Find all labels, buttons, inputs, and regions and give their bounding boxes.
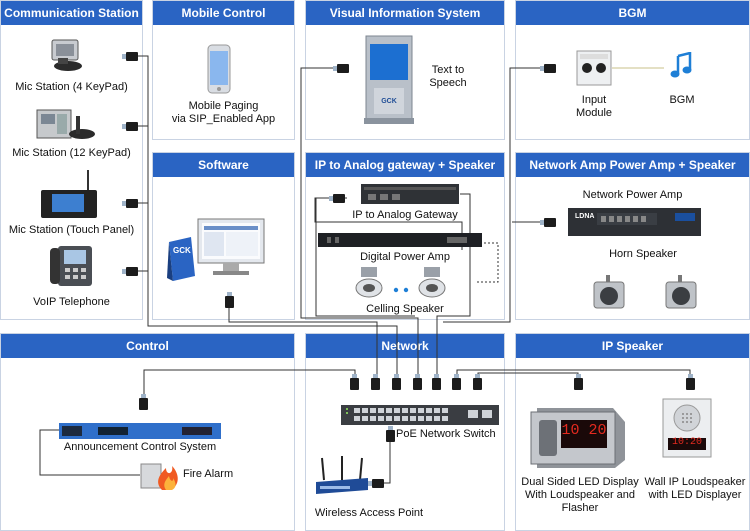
label-digital-power-amp: Digital Power Amp [360,251,450,263]
dual-sided-led-display-icon: 10 20 [527,402,627,472]
connector-plug [333,64,349,73]
panel-header: BGM [516,1,749,25]
music-note-icon [670,51,694,80]
label-wall-ip-1: Wall IP Loudspeaker [644,476,746,488]
mic-station-4-keypad-icon [50,38,84,72]
label-dual-led-3: Flasher [561,502,599,514]
panel-header: Mobile Control [153,1,294,25]
label-mobile-paging-2: via SIP_Enabled App [171,113,276,125]
panel-header: Network Amp Power Amp + Speaker [516,153,749,177]
label-dual-led-1: Dual Sided LED Display [521,476,639,488]
connector-plug [350,374,359,390]
panel-header: Communication Station [1,1,142,25]
panel-header: Visual Information System [306,1,504,25]
connector-plug [432,374,441,390]
panel-header: Network [306,334,504,358]
label-mobile-paging-1: Mobile Paging [188,100,259,112]
label-voip-telephone: VoIP Telephone [33,296,110,308]
announcement-control-system-icon [58,422,222,440]
connector-plug [122,267,138,276]
panel-header: IP Speaker [516,334,749,358]
connector-plug [139,394,148,410]
ip-to-analog-gateway-icon [360,182,460,206]
label-text-to-speech-1: Text to [431,64,465,76]
software-box-brand: GCK [173,246,191,255]
kiosk-brand: GCK [381,98,397,105]
kiosk-display-icon: GCK [362,34,416,126]
poe-network-switch-icon [340,404,500,426]
connector-plug [122,199,138,208]
wall-led-digits: 10:20 [671,437,702,448]
label-mic-station-touch: Mic Station (Touch Panel) [8,224,135,236]
connector-plug [386,426,395,442]
mic-station-touch-panel-icon [40,168,100,220]
connector-plug [368,479,384,488]
label-bgm: BGM [669,94,695,106]
connector-plug [371,374,380,390]
label-dual-led-2: With Loudspeaker and [524,489,636,501]
voip-telephone-icon [48,244,96,288]
label-poe-network-switch: PoE Network Switch [396,428,496,440]
label-ip-to-analog-gateway: IP to Analog Gateway [352,209,458,221]
connector-plug [122,122,138,131]
label-wireless-access-point: Wireless Access Point [314,507,424,519]
mic-station-12-keypad-icon [36,108,96,142]
panel-header: Control [1,334,294,358]
label-mic-station-4: Mic Station (4 KeyPad) [15,81,128,93]
connector-plug [413,374,422,390]
connector-plug [686,374,695,390]
wall-ip-loudspeaker-icon: 10:20 [662,398,712,458]
label-mic-station-12: Mic Station (12 KeyPad) [12,147,131,159]
ceiling-speaker-icon [418,266,446,298]
wireless-access-point-icon [314,456,370,496]
label-input-module-2: Module [575,107,613,119]
mobile-phone-icon [207,44,231,94]
connector-plug [329,194,345,203]
label-input-module-1: Input [581,94,607,106]
fire-alarm-icon [140,460,180,492]
panel-header: IP to Analog gateway + Speaker [306,153,504,177]
label-fire-alarm: Fire Alarm [183,468,234,480]
connector-plug [122,52,138,61]
network-power-amp-icon: LDNA [567,207,702,237]
ceiling-speaker-icon [355,266,383,298]
label-text-to-speech-2: Speech [429,77,467,89]
input-module-icon [576,50,612,86]
connector-plug [540,64,556,73]
connector-plug [225,292,234,308]
label-network-power-amp: Network Power Amp [582,189,683,201]
connector-plug [473,374,482,390]
panel-header: Software [153,153,294,177]
connector-plug [452,374,461,390]
connector-plug [574,374,583,390]
network-amp-brand: LDNA [575,213,595,220]
horn-speaker-icon [592,274,626,312]
monitor-icon [197,218,267,278]
connector-plug [392,374,401,390]
led-digits: 10 20 [561,422,607,439]
label-ceiling-speaker: Celling Speaker [366,303,444,315]
label-horn-speaker: Horn Speaker [609,248,677,260]
label-announcement-control-system: Announcement Control System [63,441,217,453]
digital-power-amp-icon [317,232,483,248]
dots-icon [392,280,412,293]
label-wall-ip-2: with LED Displayer [648,489,742,501]
horn-speaker-icon [664,274,698,312]
connector-plug [540,218,556,227]
software-box-icon: GCK [165,236,197,282]
